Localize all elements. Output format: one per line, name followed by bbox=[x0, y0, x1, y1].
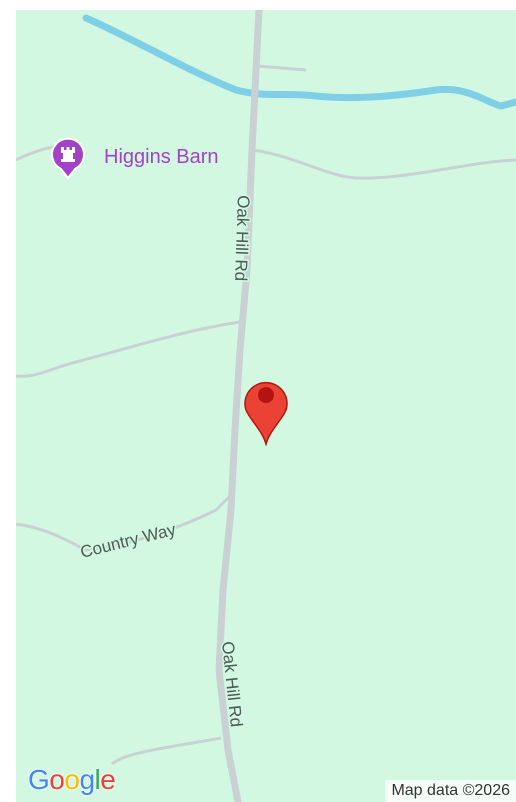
river bbox=[82, 14, 516, 110]
country-way-road bbox=[16, 494, 232, 552]
south-west-road bbox=[111, 736, 222, 766]
google-logo: Google bbox=[28, 764, 116, 796]
castle-icon[interactable] bbox=[50, 136, 86, 180]
road-label-country-way: Country Way bbox=[78, 520, 178, 562]
logo-letter: l bbox=[94, 764, 101, 795]
road-label-oak-hill-north: Oak Hill Rd bbox=[231, 195, 253, 282]
road-label-oak-hill-south: Oak Hill Rd bbox=[218, 640, 246, 727]
map-roads-layer: Oak Hill Rd Country Way Oak Hill Rd bbox=[16, 10, 516, 802]
logo-letter: e bbox=[100, 764, 116, 795]
logo-letter: G bbox=[28, 764, 50, 795]
logo-letter: o bbox=[49, 764, 65, 795]
location-pin-icon[interactable] bbox=[240, 368, 292, 446]
east-road bbox=[251, 148, 516, 180]
poi-label[interactable]: Higgins Barn bbox=[104, 146, 219, 168]
mid-west-road bbox=[16, 320, 241, 378]
spur-road bbox=[256, 64, 307, 72]
oak-hill-road bbox=[215, 10, 263, 802]
logo-letter: o bbox=[64, 764, 80, 795]
logo-letter: g bbox=[79, 764, 95, 795]
map-attribution[interactable]: Map data ©2026 bbox=[385, 780, 516, 802]
map-canvas[interactable]: Oak Hill Rd Country Way Oak Hill Rd Higg… bbox=[16, 10, 516, 802]
